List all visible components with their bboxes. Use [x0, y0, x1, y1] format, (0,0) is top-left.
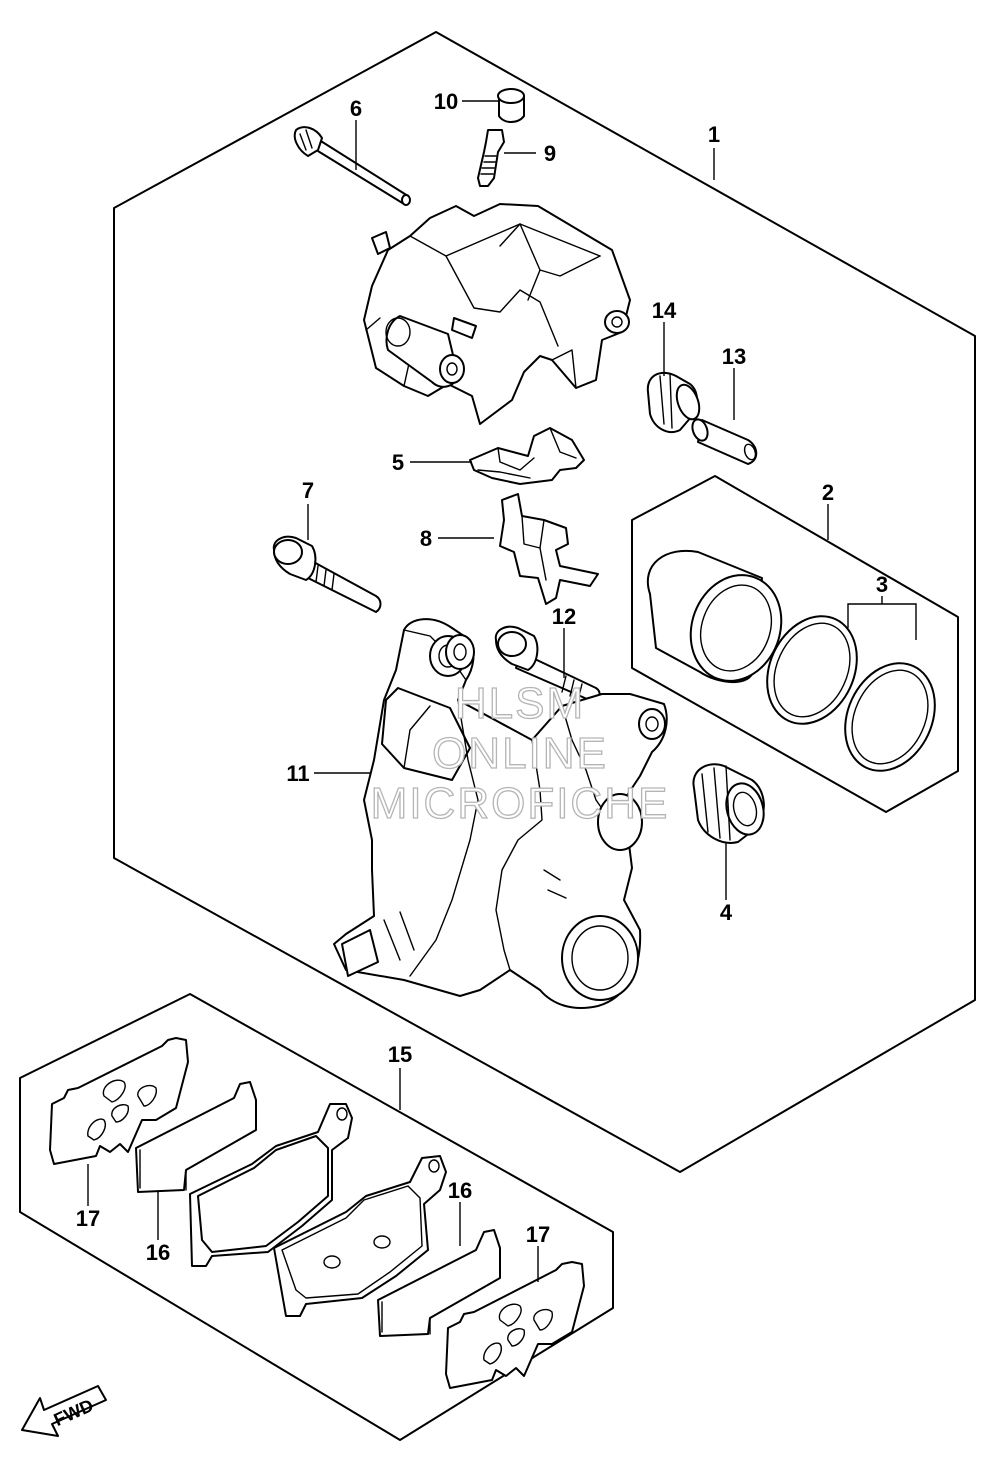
caliper-assembly-box [113, 31, 976, 1173]
callout-11: 11 [286, 761, 309, 786]
caliper-pin-bolt [494, 625, 601, 703]
caliper-piston [647, 549, 783, 683]
watermark: HLSM ONLINE MICROFICHE [370, 678, 670, 828]
piston-seal-kit-box [631, 475, 959, 813]
forward-arrow-icon: FWD [21, 1385, 107, 1437]
bleeder-screw [477, 129, 505, 187]
watermark-line-2: ONLINE [432, 729, 608, 778]
leader-lines [87, 100, 917, 1282]
mounting-bolt [272, 535, 382, 613]
callout-9: 9 [544, 141, 556, 166]
caliper-body [363, 203, 631, 425]
callout-17-left: 17 [76, 1206, 100, 1231]
callout-13: 13 [722, 344, 746, 369]
pad-retainer [499, 493, 599, 605]
callout-14: 14 [652, 298, 677, 323]
callout-5: 5 [392, 450, 404, 475]
callout-16-right: 16 [448, 1178, 472, 1203]
pad-spring [469, 427, 585, 485]
bracket-pin-boot [692, 763, 765, 844]
callout-4: 4 [720, 900, 733, 925]
watermark-line-1: HLSM [455, 679, 585, 728]
brake-pad-set-box [19, 993, 614, 1441]
pin-sleeve [691, 418, 758, 465]
callout-10: 10 [434, 89, 458, 114]
brake-pad-right [273, 1155, 447, 1317]
callout-labels: 1 2 3 4 5 6 7 8 9 10 11 12 13 14 15 16 1… [76, 89, 888, 1265]
pad-shim-right [445, 1261, 585, 1389]
callout-2: 2 [822, 480, 834, 505]
callout-1: 1 [708, 122, 720, 147]
pad-backing-shim-left [135, 1081, 257, 1193]
callout-8: 8 [420, 526, 432, 551]
callout-6: 6 [350, 96, 362, 121]
callout-15: 15 [388, 1042, 412, 1067]
brake-pad-left [189, 1103, 353, 1267]
piston-seals [766, 615, 936, 772]
callout-12: 12 [552, 604, 576, 629]
watermark-line-3: MICROFICHE [371, 779, 670, 828]
callout-17-right: 17 [526, 1222, 550, 1247]
callout-16-left: 16 [146, 1240, 170, 1265]
caliper-bracket [333, 618, 668, 1010]
pad-backing-shim-right [377, 1229, 501, 1337]
callout-3: 3 [876, 572, 888, 597]
bleeder-cap [497, 88, 525, 123]
callout-7: 7 [302, 478, 314, 503]
slide-pin [293, 126, 411, 206]
pad-shim-left [49, 1037, 189, 1165]
pin-boot [646, 371, 701, 433]
